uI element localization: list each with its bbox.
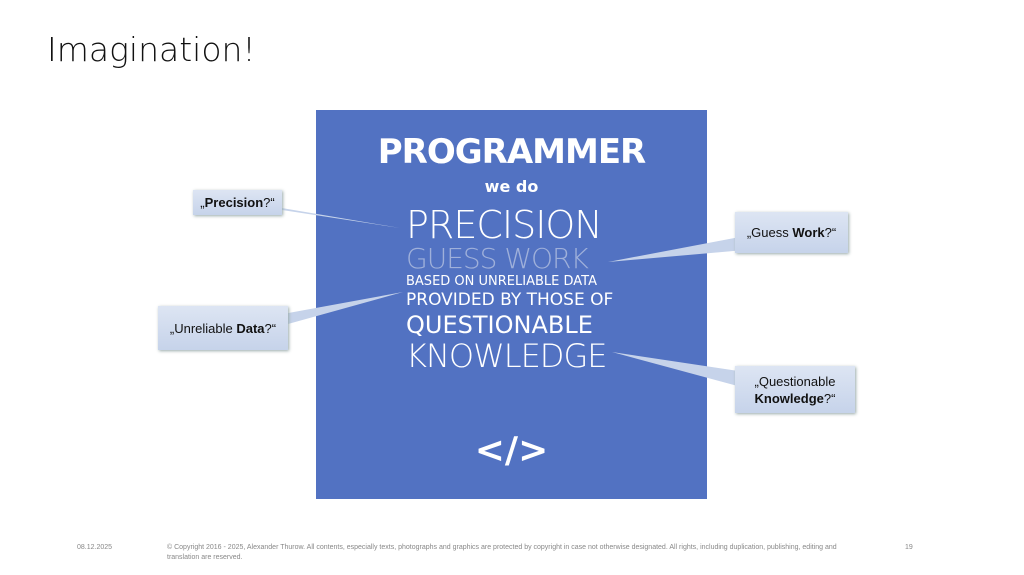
footer-date: 08.12.2025 <box>77 544 113 551</box>
poster-line-provided: PROVIDED BY THOSE OF <box>406 290 614 310</box>
callout-unreliable-data: „Unreliable Data?“ <box>158 306 288 350</box>
code-icon: </> <box>474 430 549 471</box>
footer-copyright: © Copyright 2016 - 2025, Alexander Thuro… <box>167 544 837 561</box>
poster-line-guess-work: GUESS WORK <box>406 242 589 275</box>
callout-precision: „Precision?“ <box>193 190 282 215</box>
pointer-precision <box>270 206 400 228</box>
pointer-guess <box>608 236 745 262</box>
poster-line-knowledge: KNOWLEDGE <box>406 337 607 375</box>
poster-heading: PROGRAMMER <box>377 132 646 172</box>
pointer-questionable <box>612 352 745 388</box>
programmer-poster: PROGRAMMER we do PRECISION GUESS WORK BA… <box>316 110 707 499</box>
poster-subheading: we do <box>484 177 539 196</box>
page-number: 19 <box>905 544 913 551</box>
callout-guess-work: „Guess Work?“ <box>735 212 848 253</box>
slide-title: Imagination! <box>47 30 256 69</box>
pointer-unreliable <box>272 292 403 324</box>
poster-line-questionable: QUESTIONABLE <box>406 311 593 339</box>
poster-line-precision: PRECISION <box>406 203 603 247</box>
poster-line-based: BASED ON UNRELIABLE DATA <box>406 274 597 289</box>
